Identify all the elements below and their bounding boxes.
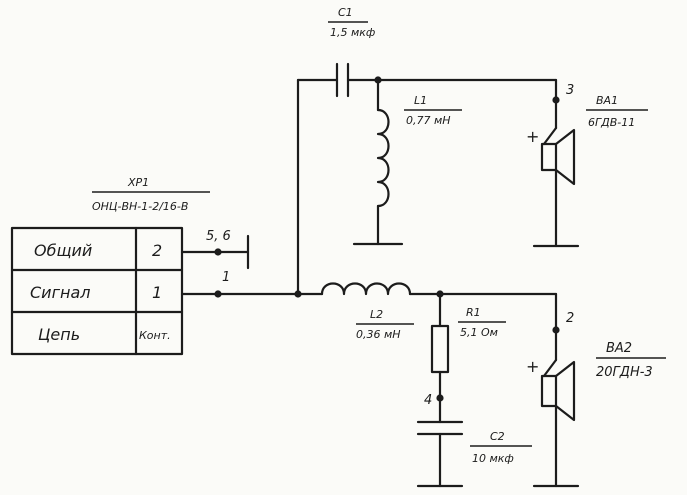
ba2-model: 20ГДН-3	[596, 365, 653, 380]
ba2-polarity: +	[526, 357, 539, 376]
connector-type: ОНЦ-ВН-1-2/16-В	[92, 200, 188, 213]
treble-branch: C1 1,5 мкф L1 0,77 мН 3	[296, 6, 574, 296]
node-4-label: 4	[424, 393, 432, 408]
l2-value: 0,36 мН	[356, 328, 401, 341]
connector-row-name-common: Общий	[34, 241, 92, 260]
c2-ref: C2	[490, 430, 505, 443]
junction-signal	[214, 290, 222, 298]
ba1-model: 6ГДВ-11	[588, 116, 635, 129]
ba1-ref: BA1	[596, 94, 618, 107]
c1-value: 1,5 мкф	[330, 26, 375, 39]
pin-label-common: 5, 6	[206, 229, 231, 244]
inductor-l2	[320, 282, 412, 296]
connector-row-name-signal: Сигнал	[30, 283, 90, 302]
node-3	[552, 96, 560, 104]
connector-table: Общий 2 Сигнал 1 Цепь Конт.	[10, 226, 184, 356]
node-3-label: 3	[566, 83, 574, 98]
r1-ref: R1	[466, 306, 481, 319]
l1-ref: L1	[414, 94, 427, 107]
speaker-ba2: +	[526, 357, 580, 488]
capacitor-c1	[335, 62, 350, 98]
junction-common	[214, 248, 222, 256]
connector-row-pin-contact: Конт.	[139, 329, 171, 342]
l2-ref: L2	[370, 308, 383, 321]
connector-designator: XP1	[127, 176, 149, 189]
node-4	[436, 394, 444, 402]
l1-value: 0,77 мН	[406, 114, 451, 127]
node-2-label: 2	[566, 311, 574, 326]
c2-value: 10 мкф	[472, 452, 514, 465]
connector-row-pin-common: 2	[152, 241, 162, 260]
connector-caption: XP1 ОНЦ-ВН-1-2/16-В	[92, 176, 210, 213]
connector-leads: 5, 6 1	[180, 229, 302, 298]
connector-row-name-circuit: Цепь	[38, 325, 80, 344]
capacitor-c2	[416, 420, 464, 488]
speaker-ba1: +	[526, 126, 580, 248]
inductor-l1	[352, 78, 404, 246]
c1-ref: C1	[338, 6, 353, 19]
node-2	[552, 326, 560, 334]
ba1-polarity: +	[526, 127, 539, 146]
r1-value: 5,1 Ом	[460, 326, 498, 339]
connector-row-pin-signal: 1	[152, 283, 162, 302]
ba2-ref: BA2	[606, 341, 632, 356]
resistor-r1	[430, 292, 450, 424]
bass-branch: L2 0,36 мН R1 5,1 Ом 4 C2 10 мкф 2	[296, 282, 574, 488]
pin-label-signal: 1	[222, 270, 230, 285]
